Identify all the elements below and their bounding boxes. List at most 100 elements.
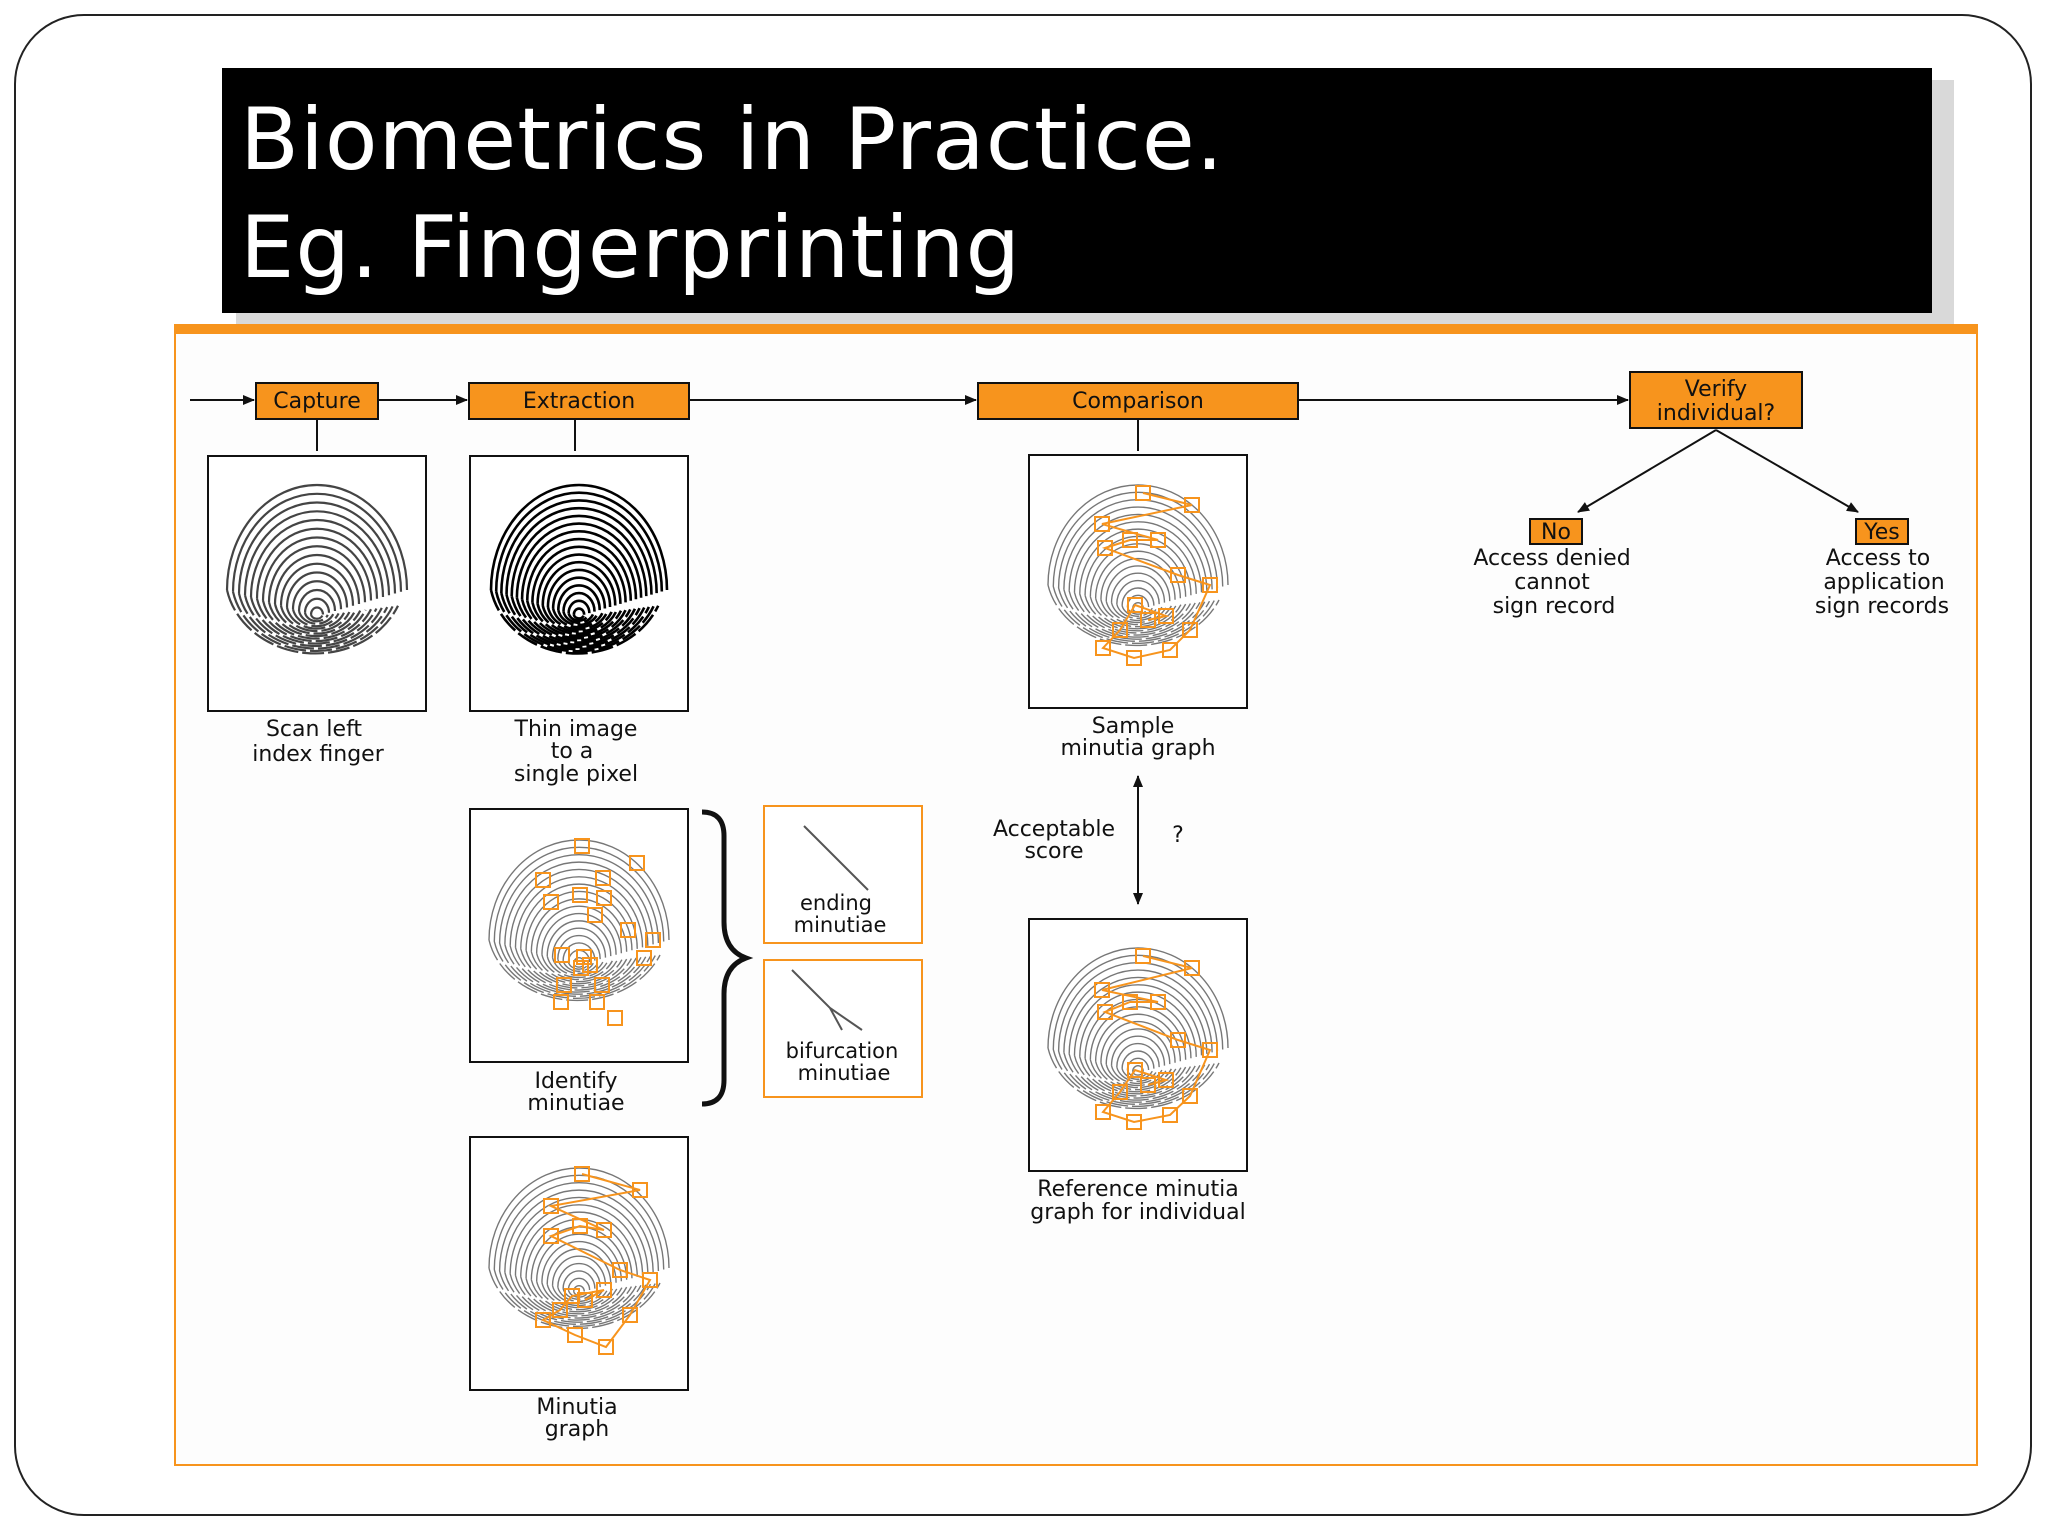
fingerprint-ridge [285,607,345,630]
fingerprint-ridge [551,608,604,629]
fingerprint-ridge [279,562,355,606]
scan-caption: Scan left index finger [252,717,384,767]
fingerprint-ridge [546,606,609,631]
fingerprint-ridge [1057,1050,1211,1105]
ending-caption-2: minutiae [794,913,887,937]
fingerprint-ridge [536,603,618,636]
fingerprint-ridge [1063,969,1213,1053]
minutia-marker [596,1282,612,1298]
minutia-marker [572,1218,588,1234]
minutia-marker [1095,1104,1111,1120]
fingerprint-ridge [1110,1065,1163,1085]
fingerprint-ridge [557,609,599,627]
minutia-marker [535,872,551,888]
fingerprint-ridge [1052,1049,1215,1108]
minutia-marker [1094,516,1110,532]
fingerprint-ridge [567,961,590,970]
fingerprint-ridge [1105,1064,1168,1087]
minutia-marker [1127,597,1143,613]
no-text-2: cannot [1514,570,1590,595]
decision-no: No Access denied cannot sign record [1473,518,1631,619]
fingerprint-ridge [498,1270,652,1325]
fingerprint-ridge [1068,1053,1201,1101]
fingerprint-ridge [291,608,340,628]
minutia-marker [1184,960,1200,976]
fingerprint-ridge [531,602,623,638]
minutia-graph-caption-2: graph [545,1417,609,1442]
minutia-marker [535,1312,551,1328]
minutia-marker [556,977,572,993]
fingerprint-ridge [1110,1035,1166,1066]
minutia-graph-overlay [535,1166,658,1355]
identify-caption: Identify minutiae [527,1069,624,1116]
fingerprint-ridge [1089,1059,1182,1093]
fingerprint-ridge [572,614,585,620]
minutia-marker [582,957,598,973]
fingerprint-ridge [297,610,335,625]
fingerprint-ridge [255,527,379,599]
bifurcation-minutia-icon [791,969,863,1031]
minutia-marker [1150,994,1166,1010]
minutia-marker [573,960,589,976]
minutia-marker [645,932,661,948]
fingerprint-ridge [1052,491,1224,587]
fingerprint-ridge [1105,565,1171,602]
fingerprint-ridge [493,1269,656,1328]
fingerprint-ridge [541,605,613,633]
no-text-1: Access denied [1473,546,1630,571]
fingerprint-ridge [509,868,649,946]
fingerprint-ridge [1073,521,1203,593]
minutia-marker [567,1327,583,1343]
brace [701,809,754,1107]
fingerprint-ridge [1073,1055,1196,1099]
fingerprint-ridge [514,1275,637,1319]
minutia-marker [596,890,612,906]
fingerprint-ridge [1052,954,1224,1050]
fingerprint-ridge [267,545,367,603]
fingerprint-ridge [225,589,399,655]
fingerprint-ridge [572,607,586,615]
minutiae-markers [535,838,661,1026]
fingerprint-ridge [520,883,638,949]
fingerprint-ridge [509,1196,649,1274]
fingerprint-ridge [303,612,329,623]
fingerprint-ridge [504,1272,647,1323]
fingerprint-ridge [1073,592,1196,636]
minutia-marker [642,1272,658,1288]
fingerprint-ridge [562,942,596,961]
fingerprint-ridge [535,1233,623,1282]
fingerprint-ridge [489,589,660,655]
decision-yes: Yes Access to application sign records [1815,518,1949,619]
fingerprint-ridge [546,956,609,979]
fingerprint-ridge [261,536,373,601]
fingerprint-ridge [546,568,612,607]
minutia-marker [1202,1042,1218,1058]
fingerprint-ridge [291,580,343,610]
stage-capture-label: Capture [273,389,360,414]
fingerprint-ridge [567,1277,591,1291]
fingerprint-ridge [1084,1058,1187,1095]
minutia-marker [1162,1107,1178,1123]
minutia-marker [1135,948,1151,964]
reference-graph-overlay [1094,948,1218,1130]
thin-caption-3: single pixel [514,762,638,787]
minutia-marker [629,855,645,871]
fingerprint-ridge [536,553,622,604]
identify-caption-2: minutiae [527,1091,624,1116]
no-tag: No [1541,520,1571,545]
slide-title: Biometrics in Practice. Eg. Fingerprinti… [222,68,1932,313]
fingerprint-ridge [525,1278,628,1315]
fingerprint-ridge [237,501,397,594]
bifurcation-minutiae-box: bifurcation minutiae [763,959,923,1098]
minutia-marker [574,1166,590,1182]
fingerprint-ridge [489,483,669,591]
fingerprint-ridge [1063,1052,1206,1103]
ending-minutiae-box: ending minutiae [763,805,923,944]
fingerprint-ridge [273,603,356,635]
fingerprint-ridge [531,545,627,603]
reference-fingerprint-image [1047,947,1229,1110]
minutia-marker [595,870,611,886]
reference-caption-2: graph for individual [1030,1200,1245,1225]
fingerprint-ridge [309,614,324,620]
acceptable-caption-1: Acceptable [993,817,1115,842]
